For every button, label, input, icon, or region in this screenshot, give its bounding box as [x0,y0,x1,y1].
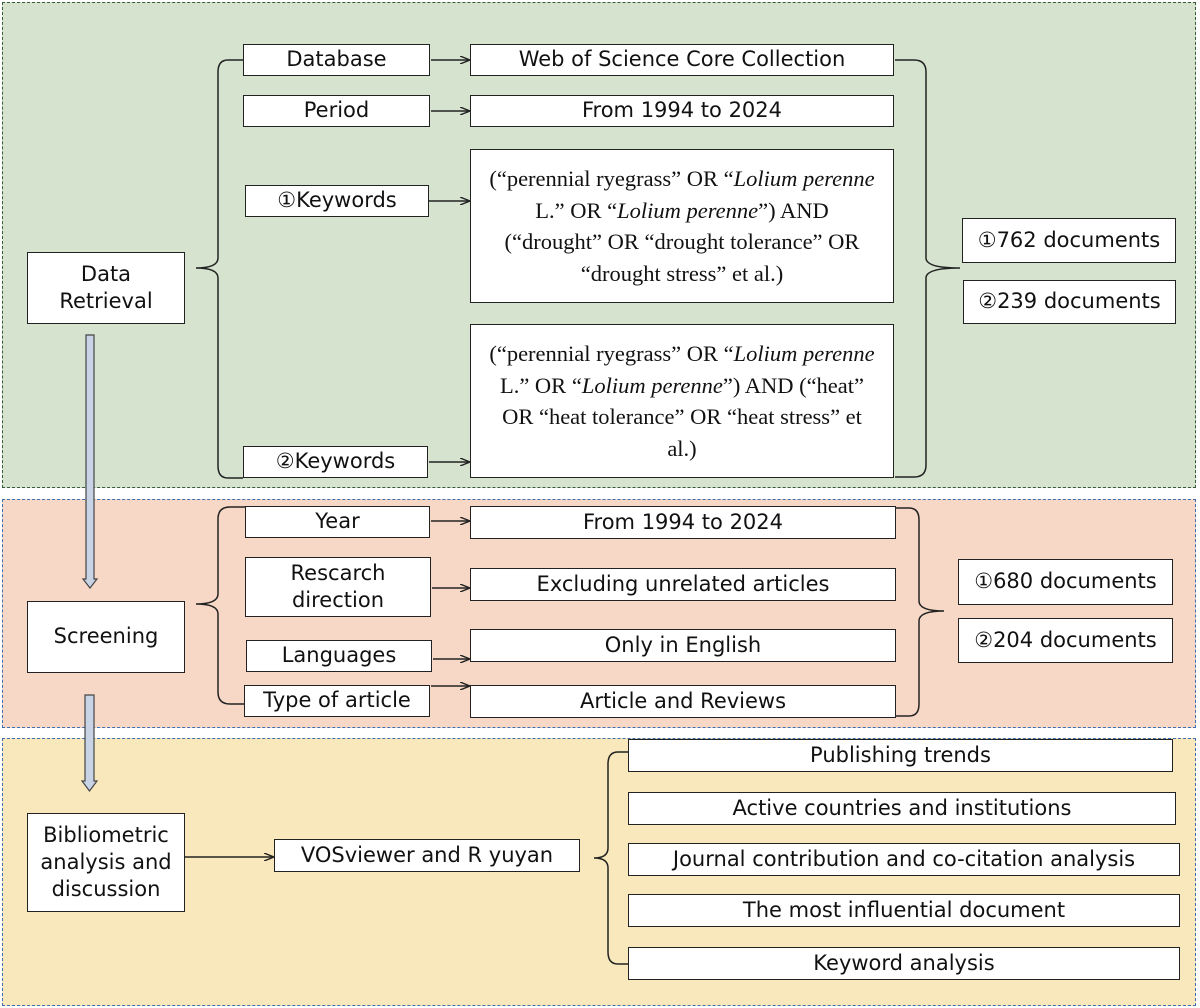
retrieval-result-1: ①762 documents [962,218,1176,263]
retrieval-result-1-text: ①762 documents [977,227,1161,252]
year-value: From 1994 to 2024 [470,506,896,539]
languages-label: Languages [246,640,432,672]
year-label-text: Year [315,509,360,534]
type-label: Type of article [244,685,430,717]
analysis-output-text: Keyword analysis [813,950,995,975]
retrieval-result-2-text: ②239 documents [978,289,1161,314]
type-value: Article and Reviews [470,685,896,718]
keywords2-label-text: ②Keywords [275,449,396,474]
analysis-tool: VOSviewer and R yuyan [274,839,580,872]
analysis-output-text: Publishing trends [810,742,991,767]
keywords1-query-text: (“perennial ryegrass” OR “Lolium perenne… [489,166,875,286]
database-value-text: Web of Science Core Collection [518,47,846,72]
period-value: From 1994 to 2024 [470,95,894,127]
analysis-output: Active countries and institutions [628,792,1176,825]
keywords1-query: (“perennial ryegrass” OR “Lolium perenne… [470,149,894,303]
screening-result-2: ②204 documents [958,618,1173,663]
direction-label-text: Rescarch direction [290,560,386,612]
analysis-output: Keyword analysis [628,947,1180,980]
period-label: Period [243,95,430,127]
direction-label: Rescarch direction [245,557,431,617]
stage-bibliometric-analysis: Bibliometric analysis and discussion [27,813,185,912]
database-value: Web of Science Core Collection [470,44,894,76]
database-label: Database [243,44,430,76]
languages-value: Only in English [470,629,896,662]
screening-result-1-text: ①680 documents [974,569,1157,594]
analysis-output: Journal contribution and co-citation ana… [628,843,1180,876]
analysis-output-text: Journal contribution and co-citation ana… [672,846,1136,871]
type-label-text: Type of article [263,688,411,713]
languages-value-text: Only in English [604,632,762,657]
analysis-tool-text: VOSviewer and R yuyan [300,842,554,867]
direction-value-text: Excluding unrelated articles [536,571,830,596]
year-value-text: From 1994 to 2024 [582,509,784,534]
keywords2-query-text: (“perennial ryegrass” OR “Lolium perenne… [489,341,875,461]
languages-label-text: Languages [281,643,397,668]
keywords1-label: ①Keywords [245,185,429,217]
screening-result-1: ①680 documents [958,559,1173,605]
stage-screening: Screening [27,601,185,673]
direction-value: Excluding unrelated articles [470,568,896,601]
stage-screening-label: Screening [53,624,159,649]
stage-data-retrieval-label: Data Retrieval [59,261,153,313]
keywords2-label: ②Keywords [243,446,428,478]
stage-analysis-label: Bibliometric analysis and discussion [40,822,172,902]
retrieval-result-2: ②239 documents [963,280,1176,324]
period-label-text: Period [303,98,370,123]
year-label: Year [245,506,430,538]
analysis-output-text: The most influential document [742,897,1066,922]
analysis-output: The most influential document [628,894,1180,927]
stage-data-retrieval: Data Retrieval [27,252,185,324]
keywords1-label-text: ①Keywords [277,188,397,213]
keywords2-query: (“perennial ryegrass” OR “Lolium perenne… [470,324,894,478]
analysis-output: Publishing trends [628,739,1173,772]
screening-result-2-text: ②204 documents [974,627,1157,652]
database-label-text: Database [286,47,387,72]
analysis-output-text: Active countries and institutions [732,795,1072,820]
period-value-text: From 1994 to 2024 [581,98,783,123]
type-value-text: Article and Reviews [579,688,787,713]
